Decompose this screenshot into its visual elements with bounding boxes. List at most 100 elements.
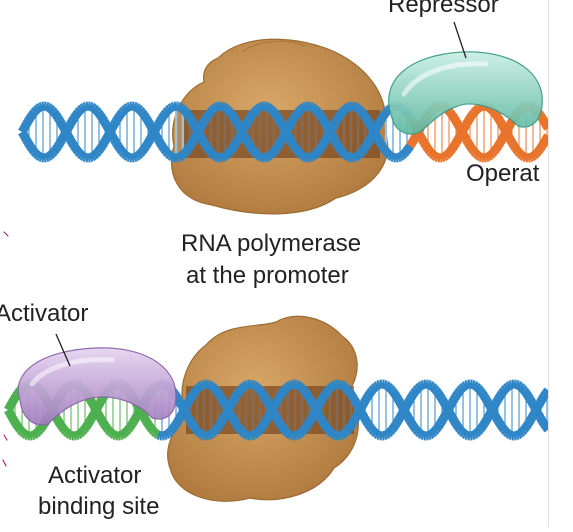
dna-strand-segment <box>500 424 502 427</box>
dna-strand-segment <box>68 136 70 140</box>
dna-strand-segment <box>412 139 414 142</box>
rna-polymerase-label-line2: at the promoter <box>186 262 349 290</box>
dna-strand-segment <box>428 149 430 152</box>
dna-strand-segment <box>232 417 234 420</box>
dna-strand-segment <box>258 430 260 432</box>
dna-strand-segment <box>364 417 366 420</box>
dna-strand-segment <box>268 414 270 418</box>
dna-strand-segment <box>124 154 126 156</box>
dna-strand-segment <box>454 143 456 146</box>
dna-strand-segment <box>178 157 180 158</box>
dna-strand-segment <box>468 143 470 146</box>
dna-strand-segment <box>210 152 212 154</box>
dna-strand-segment <box>260 106 262 107</box>
dna-strand-segment <box>244 385 246 386</box>
dna-strand-segment <box>396 396 398 399</box>
dna-strand-segment <box>186 112 188 115</box>
dna-strand-segment <box>386 152 388 154</box>
dna-strand-segment <box>158 435 160 436</box>
rna-polymerase-label-line1: RNA polymerase <box>181 230 361 258</box>
dna-strand-segment <box>474 385 476 386</box>
dna-strand-segment <box>212 154 214 156</box>
dna-strand-segment <box>374 128 376 132</box>
dna-strand-segment <box>74 115 76 118</box>
dna-strand-segment <box>146 143 148 146</box>
dna-strand-segment <box>362 403 364 407</box>
dna-strand-segment <box>358 154 360 156</box>
dna-strand-segment <box>524 390 526 393</box>
dna-strand-segment <box>210 110 212 112</box>
dna-strand-segment <box>536 406 538 410</box>
dna-strand-segment <box>518 152 520 154</box>
dna-strand-segment <box>126 107 128 108</box>
dna-strand-segment <box>246 121 248 124</box>
dna-strand-segment <box>202 384 204 385</box>
dna-strand-segment <box>104 121 106 124</box>
dna-strand-segment <box>284 430 286 432</box>
dna-strand-segment <box>498 143 500 146</box>
dna-strand-segment <box>384 384 386 385</box>
dna-strand-segment <box>472 112 474 115</box>
dna-strand-segment <box>150 125 152 129</box>
dna-strand-segment <box>174 424 176 427</box>
dna-strand-segment <box>154 432 156 434</box>
dna-strand-segment <box>26 435 28 436</box>
dna-strand-segment <box>396 421 398 424</box>
dna-strand-segment <box>48 107 50 108</box>
dna-strand-segment <box>316 110 318 112</box>
dna-strand-segment <box>146 421 148 424</box>
dna-strand-segment <box>58 421 60 424</box>
dna-strand-segment <box>368 139 370 142</box>
dna-strand-segment <box>370 390 372 393</box>
dna-strand-segment <box>498 421 500 424</box>
dna-strand-segment <box>442 417 444 420</box>
dna-strand-segment <box>466 139 468 142</box>
dna-strand-segment <box>362 112 364 115</box>
dna-strand-segment <box>488 403 490 407</box>
dna-strand-segment <box>160 118 162 121</box>
dna-strand-segment <box>492 110 494 112</box>
dna-strand-segment <box>288 434 290 435</box>
dna-strand-segment <box>78 110 80 112</box>
dna-strand-segment <box>76 149 78 152</box>
repressor-label: Repressor <box>388 0 499 19</box>
dna-strand-segment <box>354 106 356 107</box>
dna-strand-segment <box>356 107 358 108</box>
dna-strand-segment <box>300 386 302 388</box>
dna-strand-segment <box>28 143 30 146</box>
dna-strand-segment <box>200 125 202 129</box>
dna-strand-segment <box>452 146 454 149</box>
dna-strand-segment <box>148 424 150 427</box>
dna-strand-segment <box>82 156 84 157</box>
dna-strand-segment <box>434 388 436 390</box>
dna-strand-segment <box>502 390 504 393</box>
dna-strand-segment <box>532 414 534 418</box>
dna-strand-segment <box>336 143 338 146</box>
dna-strand-segment <box>462 128 464 132</box>
dna-strand-segment <box>100 417 102 420</box>
dna-strand-segment <box>180 414 182 418</box>
dna-strand-segment <box>486 157 488 158</box>
dna-strand-segment <box>122 434 124 435</box>
dna-strand-segment <box>304 157 306 158</box>
dna-strand-segment <box>390 388 392 390</box>
dna-strand-segment <box>414 427 416 430</box>
dna-strand-segment <box>476 108 478 110</box>
dna-strand-segment <box>294 115 296 118</box>
dna-strand-segment <box>104 139 106 142</box>
dna-strand-segment <box>392 157 394 158</box>
dna-strand-segment <box>332 385 334 386</box>
dna-strand-segment <box>348 390 350 393</box>
dna-strand-segment <box>314 154 316 156</box>
dna-strand-segment <box>440 396 442 399</box>
dna-strand-segment <box>234 118 236 121</box>
dna-strand-segment <box>544 121 546 124</box>
dna-strand-segment <box>380 143 382 146</box>
dna-strand-segment <box>346 388 348 390</box>
dna-strand-segment <box>112 125 114 129</box>
dna-strand-segment <box>472 384 474 385</box>
dna-strand-segment <box>408 399 410 402</box>
dna-strand-segment <box>378 435 380 436</box>
dna-strand-segment <box>402 154 404 156</box>
dna-strand-segment <box>438 393 440 396</box>
